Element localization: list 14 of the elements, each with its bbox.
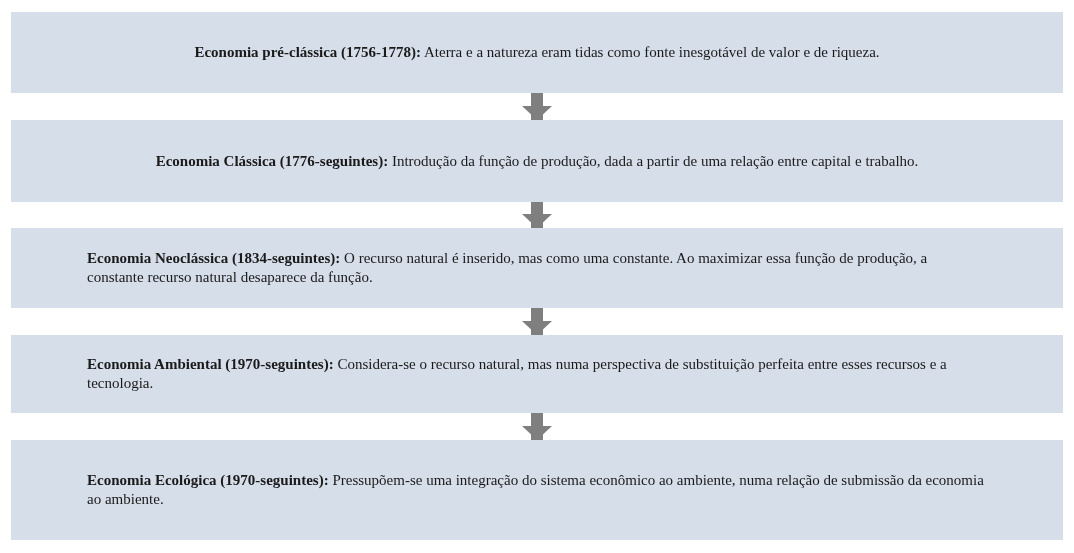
down-arrow xyxy=(522,93,552,120)
down-arrow xyxy=(522,413,552,440)
text-box xyxy=(11,228,1063,308)
down-arrow xyxy=(522,308,552,335)
text-box xyxy=(11,440,1063,540)
description-text: Economia Ambiental (1970-seguintes): Considera-se o recurso natural, mas numa perspectiva de substituição perfeita entre esses recursos e a tecnologia. xyxy=(87,355,948,393)
description-text: Economia pré-clássica (1756-1778): Aterra e a natureza eram tidas como fonte inesgotável de valor e de riqueza. xyxy=(194,43,880,62)
text-box xyxy=(11,120,1063,202)
description-text: Economia Ecológica (1970-seguintes): Pressupõem-se uma integração do sistema econômico ao ambiente, numa relação de submissão da economia ao ambiente. xyxy=(87,471,985,509)
text-box xyxy=(11,12,1063,93)
text-box xyxy=(11,335,1063,413)
down-arrow xyxy=(522,202,552,228)
description-text: Economia Neoclássica (1834-seguintes): O recurso natural é inserido, mas como uma constante. Ao maximizar essa função de produção, a constante recurso natural desaparece da função. xyxy=(87,249,929,287)
description-text: Economia Clássica (1776-seguintes): Introdução da função de produção, dada a partir de uma relação entre capital e trabalho. xyxy=(155,151,919,171)
